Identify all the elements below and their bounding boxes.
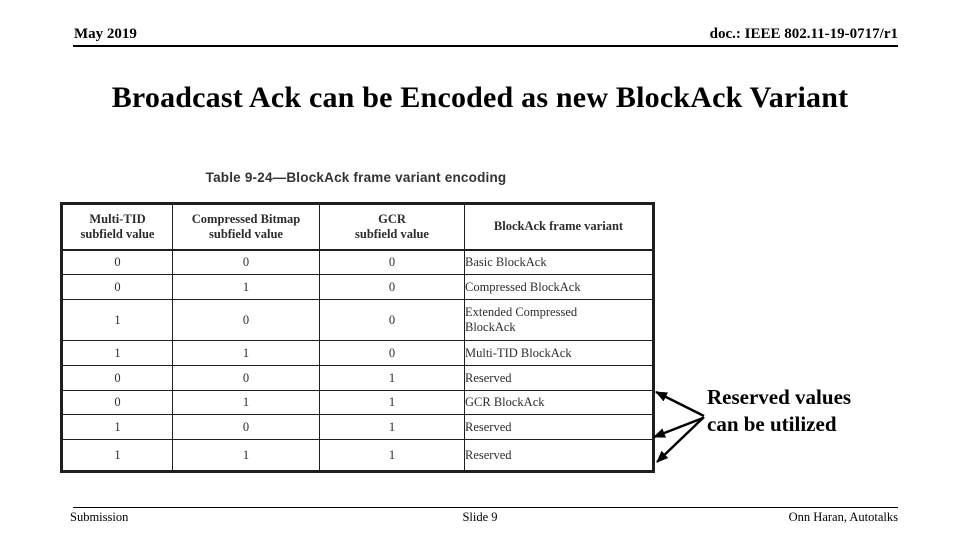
cell-gcr: 0 [319, 340, 465, 366]
variant-label: Reserved [465, 419, 512, 434]
table-row: 0 1 0 Compressed BlockAck [61, 274, 654, 300]
cell-multi-tid: 0 [61, 274, 173, 300]
annotation-line-2: can be utilized [707, 412, 837, 436]
header-doc-number: doc.: IEEE 802.11-19-0717/r1 [709, 26, 898, 42]
cell-variant: Multi-TID BlockAck [464, 340, 654, 366]
footer-author: Onn Haran, Autotalks [788, 510, 898, 524]
cell-variant: Reserved [464, 365, 654, 391]
column-header-compressed-bitmap: Compressed Bitmap subfield value [172, 203, 320, 251]
annotation-arrow [653, 416, 704, 439]
cell-compressed-bitmap: 0 [172, 365, 320, 391]
table-row: 0 0 1 Reserved [61, 365, 654, 391]
cell-variant: Basic BlockAck [464, 249, 654, 275]
annotation-arrow [656, 416, 705, 463]
header-date: May 2019 [74, 26, 137, 42]
header-divider [73, 45, 898, 47]
cell-variant: Reserved [464, 439, 654, 472]
page-title: Broadcast Ack can be Encoded as new Bloc… [111, 81, 849, 114]
column-header-line: subfield value [209, 226, 283, 241]
cell-compressed-bitmap: 1 [172, 274, 320, 300]
blockack-table-figure: Table 9-24—BlockAck frame variant encodi… [60, 170, 655, 473]
cell-variant: Compressed BlockAck [464, 274, 654, 300]
cell-multi-tid: 1 [61, 340, 173, 366]
footer-slide-number: Slide 9 [462, 510, 498, 524]
table-row: 1 0 1 Reserved [61, 414, 654, 440]
annotation-line-1: Reserved values [707, 385, 852, 409]
cell-variant: GCR BlockAck [464, 390, 654, 415]
table-row: 0 1 1 GCR BlockAck [61, 390, 654, 415]
variant-label: Extended Compressed BlockAck [465, 305, 578, 334]
table-row: 1 1 1 Reserved [61, 439, 654, 472]
cell-gcr: 0 [319, 249, 465, 275]
annotation-arrow [655, 390, 705, 418]
table-row: 1 0 0 Extended Compressed BlockAck [61, 299, 654, 341]
table-row: 0 0 0 Basic BlockAck [61, 249, 654, 275]
column-header-variant: BlockAck frame variant [464, 203, 654, 251]
cell-compressed-bitmap: 0 [172, 249, 320, 275]
table-row: 1 1 0 Multi-TID BlockAck [61, 340, 654, 366]
column-header-line: subfield value [355, 226, 429, 241]
cell-multi-tid: 1 [61, 299, 173, 341]
blockack-variant-table: Multi-TID subfield value Compressed Bitm… [60, 202, 655, 473]
column-header-line: Compressed Bitmap [191, 211, 301, 226]
cell-gcr: 1 [319, 439, 465, 472]
cell-gcr: 1 [319, 365, 465, 391]
cell-multi-tid: 1 [61, 414, 173, 440]
cell-multi-tid: 0 [61, 249, 173, 275]
cell-gcr: 1 [319, 390, 465, 415]
column-header-multi-tid: Multi-TID subfield value [61, 203, 173, 251]
cell-compressed-bitmap: 0 [172, 299, 320, 341]
footer-divider [73, 507, 898, 508]
cell-compressed-bitmap: 0 [172, 414, 320, 440]
variant-label: GCR BlockAck [465, 395, 545, 409]
cell-multi-tid: 0 [61, 365, 173, 391]
cell-gcr: 1 [319, 414, 465, 440]
cell-multi-tid: 1 [61, 439, 173, 472]
column-header-gcr: GCR subfield value [319, 203, 465, 251]
table-caption: Table 9-24—BlockAck frame variant encodi… [205, 170, 507, 185]
cell-compressed-bitmap: 1 [172, 390, 320, 415]
footer-submission: Submission [70, 510, 129, 524]
cell-variant: Reserved [464, 414, 654, 440]
column-header-line: subfield value [80, 226, 155, 241]
annotation-text: Reserved values can be utilized [707, 384, 851, 438]
cell-compressed-bitmap: 1 [172, 439, 320, 472]
variant-label: Reserved [465, 370, 512, 385]
variant-label: Multi-TID BlockAck [465, 345, 572, 360]
variant-label: Reserved [465, 447, 512, 462]
variant-label: Basic BlockAck [465, 254, 547, 269]
cell-gcr: 0 [319, 299, 465, 341]
cell-multi-tid: 0 [61, 390, 173, 415]
variant-label: Compressed BlockAck [465, 279, 581, 294]
cell-compressed-bitmap: 1 [172, 340, 320, 366]
cell-gcr: 0 [319, 274, 465, 300]
cell-variant: Extended Compressed BlockAck [464, 299, 654, 341]
table-header-row: Multi-TID subfield value Compressed Bitm… [61, 203, 654, 251]
column-header-line: GCR [378, 211, 406, 226]
column-header-line: Multi-TID [89, 211, 146, 226]
column-header-line: BlockAck frame variant [493, 219, 624, 234]
